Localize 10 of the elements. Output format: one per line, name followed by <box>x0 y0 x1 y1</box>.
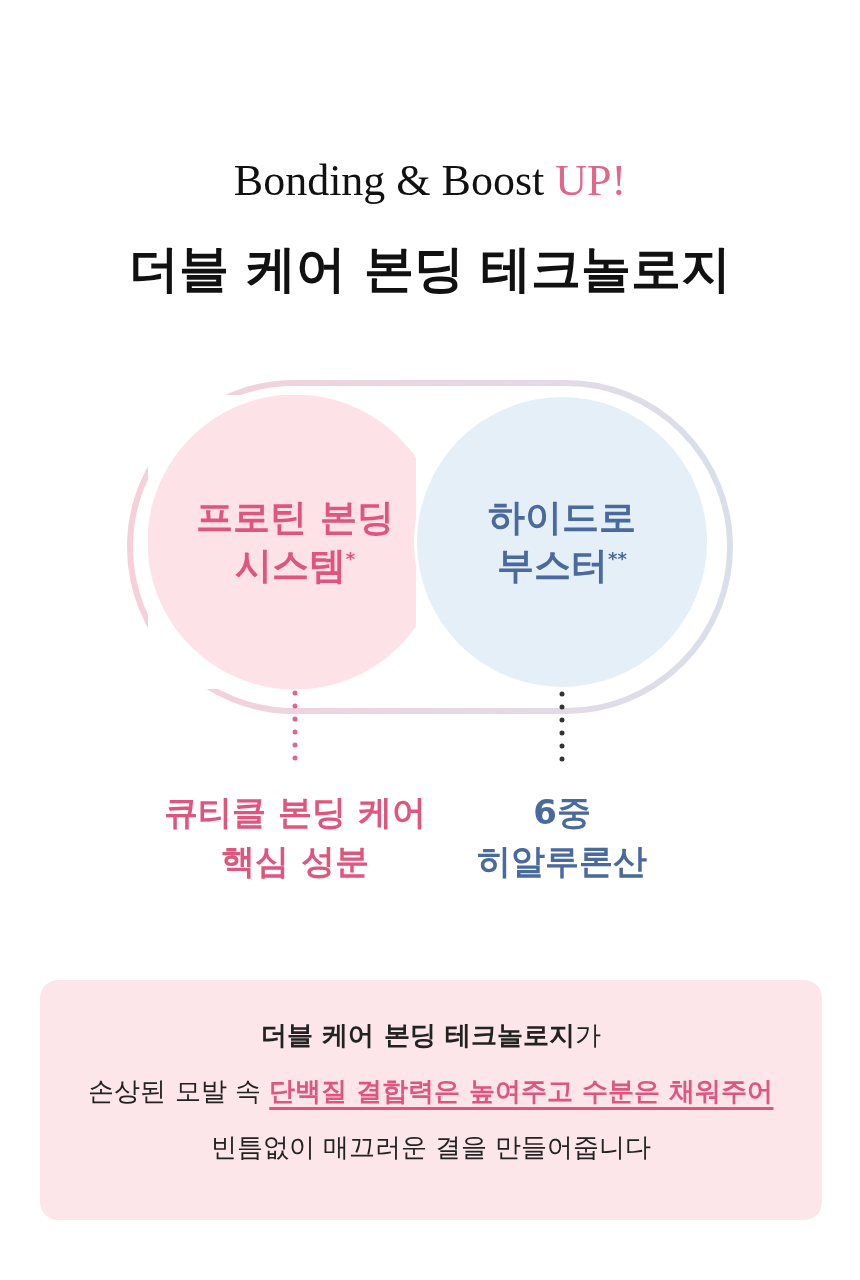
title: 더블 케어 본딩 테크놀로지 <box>127 239 733 300</box>
caption-text: 6중 히알루론산 <box>452 788 672 887</box>
info-text: 손상된 모발 속 단백질 결합력은 높여주고 수분은 채워주어 <box>87 1075 775 1108</box>
info-text: 더블 케어 본딩 테크놀로지가 <box>260 1019 602 1052</box>
circle-label: 프로틴 본딩 시스템$^{*}$ <box>195 494 395 589</box>
subtitle: Bonding & Boost UP! <box>232 155 628 206</box>
caption-text: 큐티클 본딩 케어 핵심 성분 <box>150 788 440 887</box>
info-text: 빈틈없이 매끄러운 결을 만들어줍니다 <box>209 1131 653 1164</box>
info-box <box>40 980 822 1220</box>
circle-label: 하이드로 부스터$^{**}$ <box>487 494 637 589</box>
